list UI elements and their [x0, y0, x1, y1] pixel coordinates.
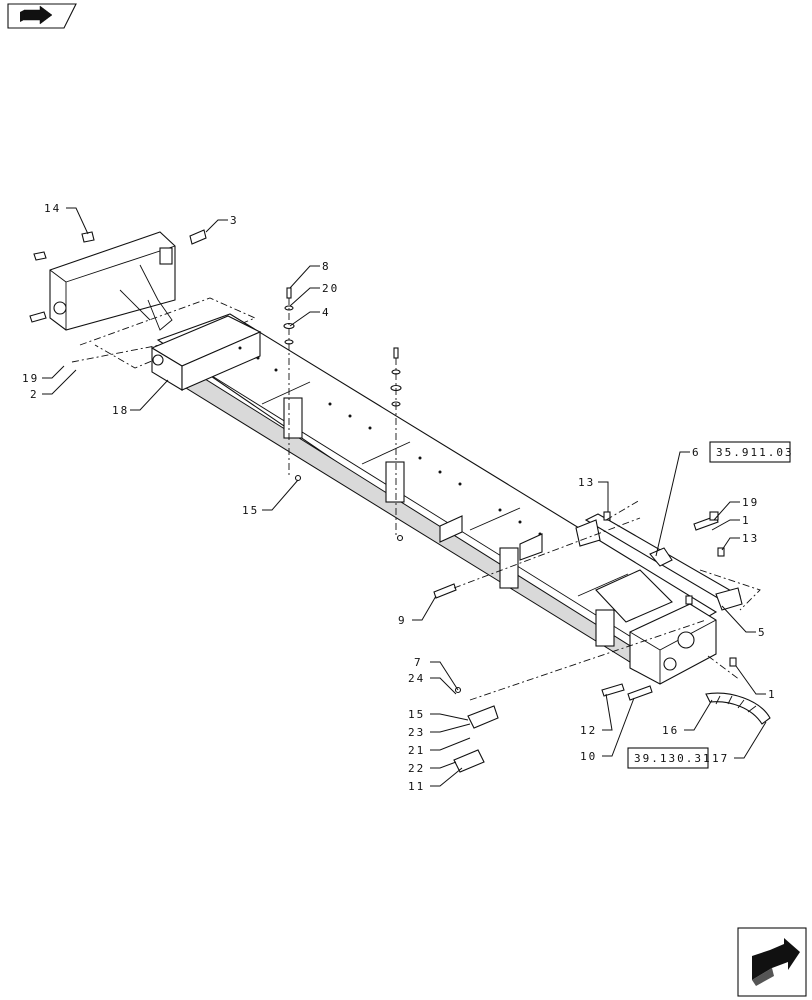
- hose: [705, 692, 771, 725]
- reference-label: 35.911.03: [716, 446, 794, 459]
- reference-link-39-130-31[interactable]: 39.130.31: [627, 747, 712, 769]
- callout-label: 2: [30, 388, 39, 401]
- callout-label: 13: [742, 532, 759, 545]
- boom-clamps: [283, 397, 615, 647]
- right-end-block: [595, 569, 717, 685]
- reference-link-35-911-03[interactable]: 35.911.03: [709, 441, 794, 463]
- callout-label: 23: [408, 726, 425, 739]
- callout-label: 21: [408, 744, 425, 757]
- callout-label: 3: [230, 214, 239, 227]
- callout-label: 19: [742, 496, 759, 509]
- callout-label: 18: [112, 404, 129, 417]
- callout-label: 6: [692, 446, 701, 459]
- callout-label: 1: [768, 688, 777, 701]
- callout-label: 19: [22, 372, 39, 385]
- bracket-bolts: [29, 229, 207, 323]
- callout-label: 22: [408, 762, 425, 775]
- reference-label: 39.130.31: [634, 752, 712, 765]
- callout-label: 10: [580, 750, 597, 763]
- lower-plates: [453, 705, 499, 773]
- fastener-bolts: [294, 474, 737, 701]
- callout-label: 5: [758, 626, 767, 639]
- callout-label: 12: [580, 724, 597, 737]
- callout-label: 24: [408, 672, 425, 685]
- top-nav-book-icon[interactable]: [7, 3, 77, 29]
- callout-label: 13: [578, 476, 595, 489]
- callout-label: 15: [242, 504, 259, 517]
- callout-label: 16: [662, 724, 679, 737]
- callout-label: 4: [322, 306, 331, 319]
- callout-label: 8: [322, 260, 331, 273]
- callout-label: 7: [414, 656, 423, 669]
- callout-label: 20: [322, 282, 339, 295]
- callout-label: 9: [398, 614, 407, 627]
- guide-lines: [288, 298, 761, 701]
- callout-label: 11: [408, 780, 425, 793]
- callout-labels: 14 3 8 20 4 19 2 18 15 13 6 19 1 13 9 5 …: [22, 202, 777, 793]
- callout-leaders: [42, 207, 767, 787]
- left-end-bracket: [49, 231, 176, 331]
- callout-label: 1: [742, 514, 751, 527]
- callout-label: 15: [408, 708, 425, 721]
- hydraulic-cylinder: [575, 513, 743, 611]
- boom-end-cap: [150, 315, 262, 391]
- bottom-nav-arrow-icon[interactable]: [737, 927, 807, 997]
- boom-holes: [238, 346, 542, 536]
- callout-label: 14: [44, 202, 61, 215]
- callout-label: 17: [712, 752, 729, 765]
